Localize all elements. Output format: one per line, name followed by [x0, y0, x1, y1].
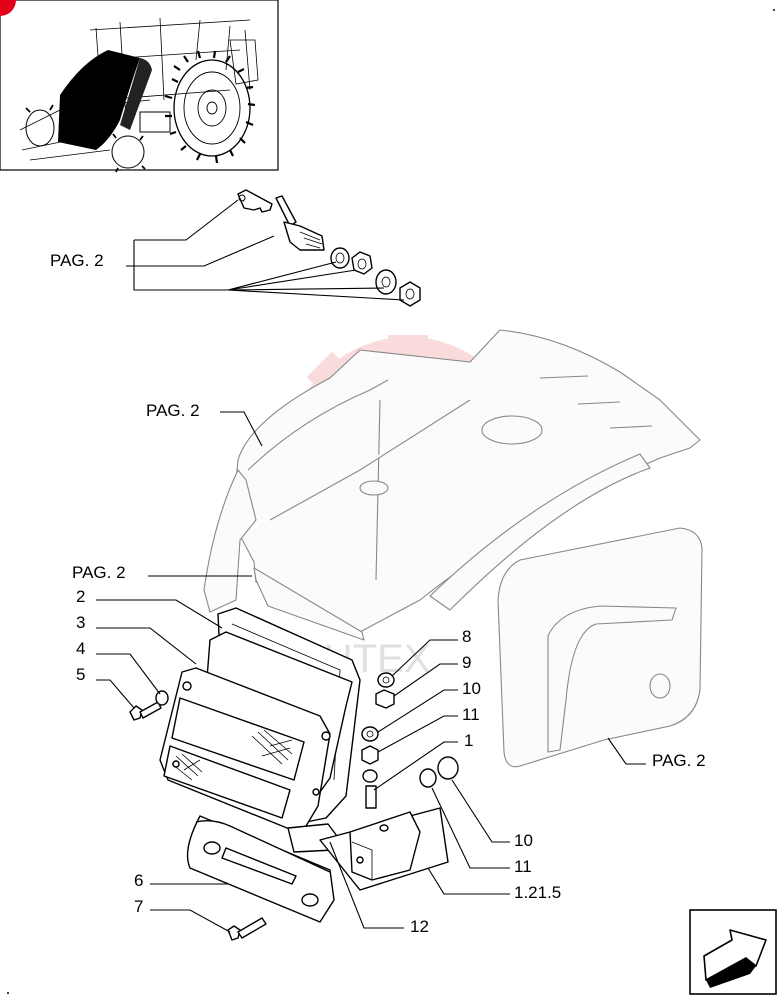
lower-guard — [186, 815, 335, 941]
callout-1: 1 — [464, 731, 473, 750]
callout-pag-2-top: PAG. 2 — [50, 251, 104, 270]
fender-body — [203, 329, 703, 768]
fastener-stack — [361, 672, 459, 809]
red-corner-badge — [0, 0, 16, 16]
callout-7: 7 — [134, 897, 143, 916]
mount-bracket — [287, 807, 449, 891]
callout-8: 8 — [462, 627, 471, 646]
callout-pag-2-fender: PAG. 2 — [146, 401, 200, 420]
corner-dot-bottom-left — [7, 992, 9, 994]
callout-11-lower: 11 — [514, 857, 532, 876]
tractor-thumbnail — [0, 0, 279, 173]
callout-pag-2-side: PAG. 2 — [652, 751, 706, 770]
callout-9: 9 — [462, 653, 471, 672]
callout-2: 2 — [76, 587, 85, 606]
callout-10-lower: 10 — [514, 831, 533, 850]
callout-3: 3 — [76, 613, 85, 632]
callout-1-21-5: 1.21.5 — [514, 883, 561, 902]
leader-lines — [96, 199, 646, 933]
next-page-arrow-icon[interactable] — [689, 909, 777, 995]
callout-pag-2-light: PAG. 2 — [72, 563, 126, 582]
highlighted-fender — [58, 50, 140, 150]
ignition-key-group — [237, 189, 421, 307]
callout-11-upper: 11 — [462, 705, 480, 724]
callout-6: 6 — [134, 871, 143, 890]
callout-12: 12 — [410, 917, 429, 936]
callout-10-upper: 10 — [462, 679, 481, 698]
callout-labels: PAG. 2 PAG. 2 PAG. 2 PAG. 2 2 3 4 5 6 7 … — [50, 251, 706, 936]
callout-4: 4 — [76, 639, 85, 658]
corner-dot-top-right — [773, 9, 775, 11]
callout-5: 5 — [76, 665, 85, 684]
work-light-assembly — [129, 607, 361, 831]
